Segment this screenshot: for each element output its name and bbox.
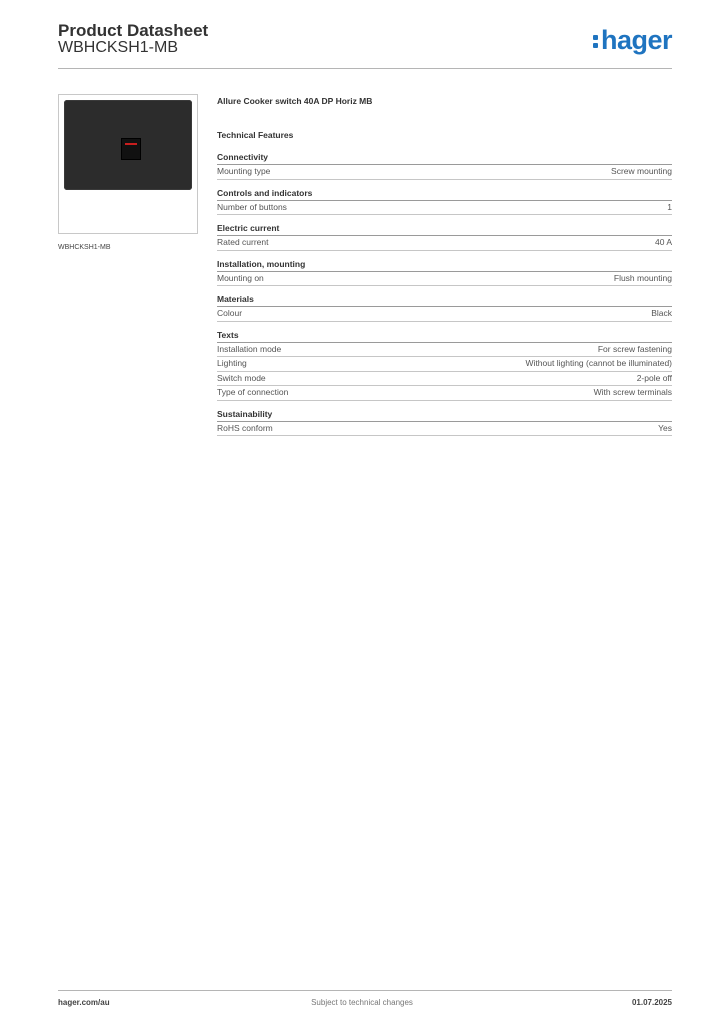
feature-value: 40 A (654, 237, 672, 247)
group-title: Connectivity (217, 152, 672, 165)
feature-label: Installation mode (217, 343, 282, 354)
product-name: Allure Cooker switch 40A DP Horiz MB (217, 96, 373, 106)
image-caption: WBHCKSH1-MB (58, 244, 111, 251)
footer-divider (58, 990, 672, 991)
feature-label: Switch mode (217, 372, 266, 383)
feature-value: Without lighting (cannot be illuminated) (525, 358, 672, 368)
group-title: Sustainability (217, 409, 672, 422)
technical-features-heading: Technical Features (217, 130, 294, 140)
switch-plate (64, 100, 192, 190)
feature-value: Flush mounting (613, 272, 672, 283)
feature-label: Lighting (217, 358, 247, 368)
feature-value: With screw terminals (593, 387, 672, 397)
feature-row: Mounting on Flush mounting (217, 272, 672, 286)
feature-label: Mounting on (217, 272, 264, 283)
logo-colon-icon (592, 25, 599, 52)
feature-value: Yes (658, 422, 672, 433)
feature-label: RoHS conform (217, 422, 273, 433)
logo-text: hager (600, 25, 673, 55)
feature-label: Mounting type (217, 166, 271, 176)
feature-row: Type of connection With screw terminals (217, 386, 672, 401)
feature-label: Rated current (217, 237, 269, 247)
group-title: Materials (217, 294, 672, 307)
feature-label: Colour (217, 308, 243, 318)
feature-row: Mounting type Screw mounting (217, 165, 672, 180)
header-divider (58, 68, 672, 69)
page-title: Product Datasheet (58, 21, 209, 40)
feature-label: Type of connection (217, 387, 289, 397)
feature-row: Rated current 40 A (217, 236, 672, 251)
product-image (58, 94, 198, 234)
feature-value: 1 (667, 201, 672, 212)
group-title: Controls and indicators (217, 188, 672, 201)
indicator-stripe (125, 143, 137, 145)
product-code: WBHCKSH1-MB (58, 39, 179, 56)
feature-row: Colour Black (217, 307, 672, 322)
group-title: Texts (217, 330, 672, 343)
feature-value: Black (651, 308, 672, 318)
feature-row: Installation mode For screw fastening (217, 343, 672, 357)
feature-row: Lighting Without lighting (cannot be illu… (217, 357, 672, 372)
rocker-switch-icon (121, 138, 141, 160)
feature-value: 2-pole off (636, 372, 672, 383)
footer-date: 01.07.2025 (631, 998, 672, 1007)
feature-row: RoHS conform Yes (217, 422, 672, 436)
footer-website-link[interactable]: hager.com/au (58, 998, 110, 1007)
feature-section: Allure Cooker switch 40A DP Horiz MB Tec… (217, 96, 672, 436)
footer-notice: Subject to technical changes (311, 998, 413, 1007)
hager-logo: hager (592, 25, 673, 56)
feature-row: Number of buttons 1 (217, 201, 672, 215)
group-title: Installation, mounting (217, 259, 672, 272)
feature-value: Screw mounting (611, 166, 672, 176)
feature-row: Switch mode 2-pole off (217, 372, 672, 386)
feature-value: For screw fastening (597, 343, 672, 354)
group-title: Electric current (217, 223, 672, 236)
feature-label: Number of buttons (217, 201, 287, 212)
